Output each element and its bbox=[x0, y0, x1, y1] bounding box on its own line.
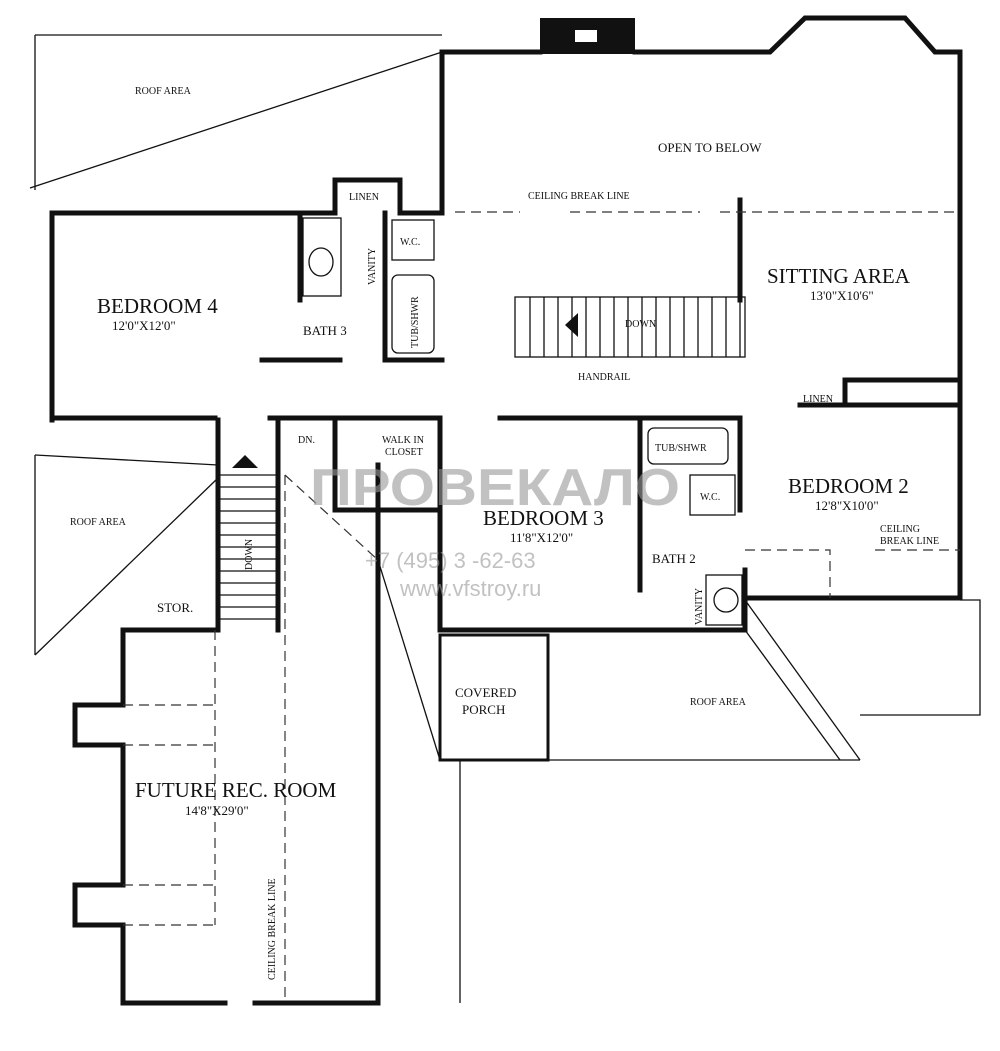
watermark-phone: +7 (495) 3 -62-63 bbox=[365, 548, 536, 573]
stor-label: STOR. bbox=[157, 600, 193, 615]
room-size: 14'8"X29'0" bbox=[185, 803, 249, 818]
tub-label: TUB/SHWR bbox=[410, 296, 421, 348]
watermark-url: www.vfstroy.ru bbox=[399, 576, 541, 601]
roof-area-label: ROOF AREA bbox=[690, 697, 747, 708]
watermark-logo: ПРОВЕКАЛО bbox=[310, 459, 680, 517]
watermark: ПРОВЕКАЛО +7 (495) 3 -62-63 www.vfstroy.… bbox=[310, 459, 680, 601]
room-name: BEDROOM 2 bbox=[788, 474, 909, 498]
open-to-below-label: OPEN TO BELOW bbox=[658, 140, 762, 155]
main-stair bbox=[514, 296, 746, 358]
room-name: FUTURE REC. ROOM bbox=[135, 778, 337, 802]
roof-area-label: ROOF AREA bbox=[135, 86, 192, 97]
linen-label: LINEN bbox=[349, 192, 379, 203]
roof-area-label: ROOF AREA bbox=[70, 517, 127, 528]
linen-label: LINEN bbox=[803, 394, 833, 405]
closet-label: CLOSET bbox=[385, 447, 423, 458]
room-size: 12'8"X10'0" bbox=[815, 498, 879, 513]
ceiling-break-label: CEILING BREAK LINE bbox=[528, 191, 630, 202]
tub-label: TUB/SHWR bbox=[655, 443, 707, 454]
room-size: 13'0"X10'6" bbox=[810, 288, 874, 303]
walls bbox=[49, 15, 963, 1006]
wc-label: W.C. bbox=[700, 492, 720, 503]
porch-label: COVERED bbox=[455, 685, 516, 700]
room-name: BATH 2 bbox=[652, 551, 696, 566]
ceiling-break-lines bbox=[123, 211, 960, 1000]
ceiling-label: CEILING bbox=[880, 524, 920, 535]
closet-label: WALK IN bbox=[382, 435, 424, 446]
room-size: 12'0"X12'0" bbox=[112, 318, 176, 333]
rec-stair bbox=[220, 455, 276, 620]
room-name: BEDROOM 4 bbox=[97, 294, 218, 318]
break-line-label: BREAK LINE bbox=[880, 536, 939, 547]
room-name: BATH 3 bbox=[303, 323, 347, 338]
room-name: BEDROOM 3 bbox=[483, 506, 604, 530]
porch-label: PORCH bbox=[462, 702, 505, 717]
labels: ROOF AREA ROOF AREA ROOF AREA OPEN TO BE… bbox=[70, 86, 939, 980]
down-label: DOWN bbox=[244, 539, 255, 570]
room-size: 11'8"X12'0" bbox=[510, 530, 573, 545]
handrail-label: HANDRAIL bbox=[578, 372, 630, 383]
vanity-label: VANITY bbox=[694, 588, 705, 625]
fixtures bbox=[302, 217, 743, 626]
wc-label: W.C. bbox=[400, 237, 420, 248]
down-label: DOWN bbox=[625, 319, 656, 330]
roof-outlines bbox=[29, 34, 981, 1003]
room-name: SITTING AREA bbox=[767, 264, 911, 288]
ceiling-break-label: CEILING BREAK LINE bbox=[267, 878, 278, 980]
vanity-label: VANITY bbox=[367, 248, 378, 285]
dn-label: DN. bbox=[298, 435, 315, 446]
